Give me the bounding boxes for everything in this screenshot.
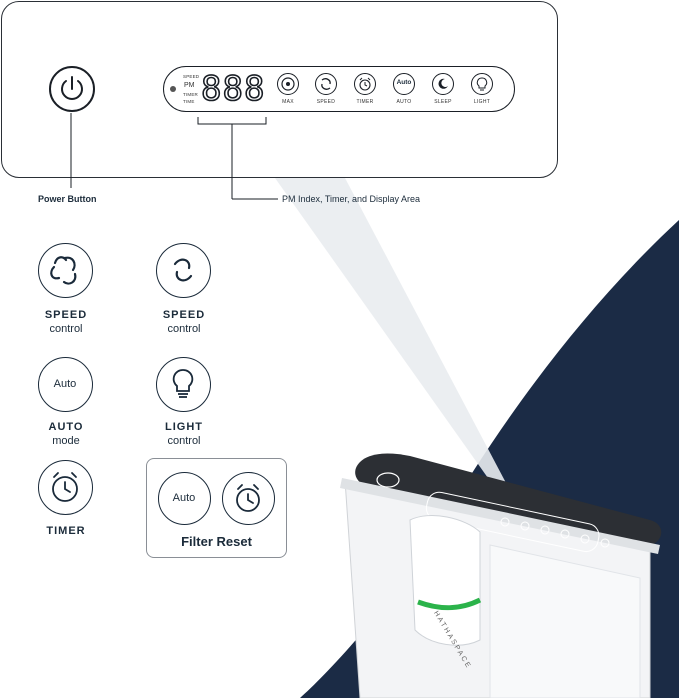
timer-control [38,460,93,515]
clock-icon [236,484,260,512]
filter-reset-auto: Auto [158,472,211,525]
timer-title: TIMER [46,525,86,537]
speed-control-a [38,243,93,298]
fan-low-icon [173,258,193,282]
indicator-speed: SPEED [183,74,200,79]
moon-icon [438,78,448,89]
callout-lines [70,113,278,200]
alarm-clock-icon [359,77,371,91]
timer-label: TIMER [356,99,374,105]
bulb-icon [476,77,488,91]
light-control [156,357,211,412]
speed-title-b: SPEED [162,309,206,321]
indicator-time: TIME [183,99,195,104]
auto-label: AUTO [396,99,412,105]
display-bar [163,66,515,112]
power-icon [61,76,83,100]
indicator-pm: PM [184,82,195,89]
auto-button[interactable]: Auto [393,73,415,95]
max-label: MAX [282,99,294,105]
speed-control-b [156,243,211,298]
timer-button[interactable] [354,73,376,95]
max-button[interactable] [277,73,299,95]
light-button[interactable] [471,73,493,95]
auto-sub: mode [52,435,80,447]
light-title: LIGHT [165,421,203,433]
fan-icon [50,256,77,285]
clock-icon [52,472,78,502]
fan-speed-icon [321,78,331,90]
filter-reset-box [146,458,287,558]
speed-title-a: SPEED [44,309,88,321]
speed-sub-a: control [49,323,83,335]
light-beam [275,178,515,502]
indicator-timer: TIMER [183,92,198,97]
segment-display: 888 [200,69,266,109]
power-button[interactable] [49,66,95,112]
speed-label: SPEED [316,99,336,105]
auto-icon-text: Auto [53,378,77,390]
indicator-led [170,86,176,92]
purifier-illustration [340,453,662,698]
speed-button[interactable] [315,73,337,95]
power-caption: Power Button [38,194,97,204]
sleep-button[interactable] [432,73,454,95]
auto-title: AUTO [48,421,84,433]
light-sub: control [167,435,201,447]
filter-reset-auto-text: Auto [172,492,196,504]
sleep-label: SLEEP [434,99,452,105]
light-label: LIGHT [473,99,491,105]
speed-sub-b: control [167,323,201,335]
bulb-icon [172,369,194,398]
auto-icon: Auto [396,79,412,86]
filter-reset-timer [222,472,275,525]
fan-max-icon [281,77,295,91]
auto-control: Auto [38,357,93,412]
filter-reset-title: Filter Reset [181,534,252,549]
display-caption: PM Index, Timer, and Display Area [282,194,421,204]
